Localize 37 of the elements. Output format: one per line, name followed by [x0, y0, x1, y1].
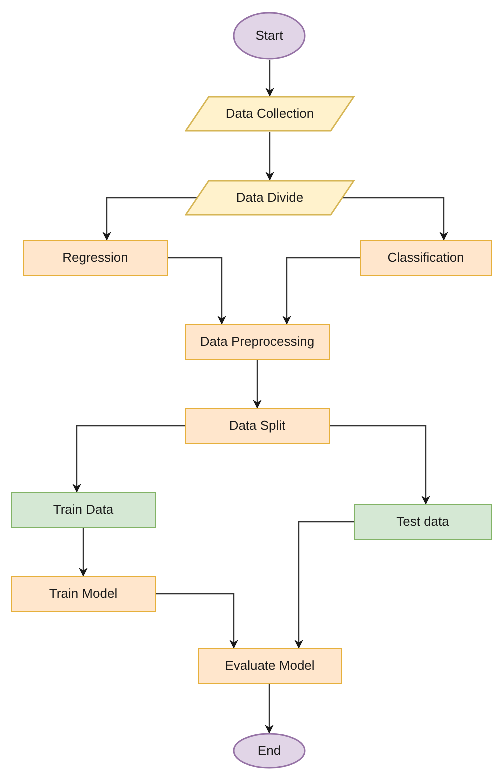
node-label: Data Preprocessing: [200, 333, 315, 352]
node-label: Start: [256, 27, 284, 46]
process-box: [11, 492, 156, 528]
node-label: Train Model: [49, 585, 118, 604]
process-box: [354, 504, 492, 540]
process-box: [185, 408, 330, 444]
arrow: [168, 257, 226, 325]
node-label: Data Divide: [236, 189, 304, 208]
arrow: [330, 425, 430, 505]
node-label: Train Data: [53, 501, 114, 520]
node-label: Evaluate Model: [225, 657, 315, 676]
process-box: [360, 240, 492, 276]
data-parallelogram: [185, 96, 355, 132]
node-label: Classification: [388, 249, 464, 268]
arrow: [102, 197, 197, 241]
node-label: Test data: [396, 513, 450, 532]
terminal-ellipse: [233, 733, 306, 769]
process-box: [11, 576, 156, 612]
arrow: [72, 425, 185, 493]
node-label: Data Collection: [226, 105, 314, 124]
terminal-ellipse: [233, 12, 306, 60]
process-box: [23, 240, 168, 276]
arrow: [156, 593, 238, 649]
node-label: End: [258, 742, 282, 760]
arrow: [79, 528, 88, 577]
node-label: Data Split: [229, 417, 286, 436]
process-box: [198, 648, 342, 684]
arrow: [253, 360, 262, 409]
arrow: [294, 521, 354, 649]
arrow: [343, 197, 448, 241]
data-parallelogram: [185, 180, 355, 216]
process-box: [185, 324, 330, 360]
arrow: [266, 132, 274, 181]
arrow: [266, 60, 274, 97]
node-label: Regression: [62, 249, 128, 268]
arrow: [282, 257, 360, 325]
arrow: [265, 684, 274, 734]
